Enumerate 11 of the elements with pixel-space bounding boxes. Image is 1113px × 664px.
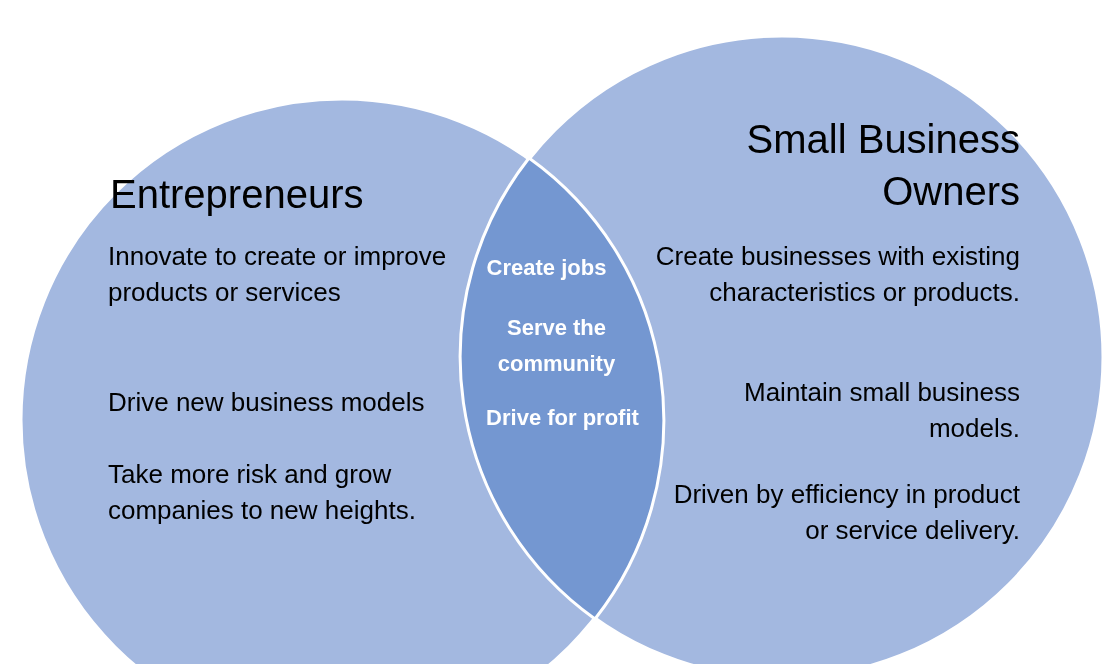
description-text: Take more risk and grow companies to new heights. [108, 458, 417, 527]
shared-trait-text: Drive for profit [485, 404, 640, 432]
shared-trait-text: Serve the community [496, 314, 617, 378]
shared-trait-text: Create jobs [485, 254, 608, 282]
description-text: Maintain small business models. [743, 376, 1020, 445]
description-text: Create businesses with existing characteristics or products. [654, 240, 1020, 309]
circle-heading: Entrepreneurs [110, 171, 365, 218]
circle-heading: Small Business Owners [745, 116, 1020, 215]
description-text: Driven by efficiency in product or service delivery. [672, 478, 1020, 547]
description-text: Innovate to create or improve products or services [108, 240, 448, 309]
description-text: Drive new business models [108, 386, 426, 419]
